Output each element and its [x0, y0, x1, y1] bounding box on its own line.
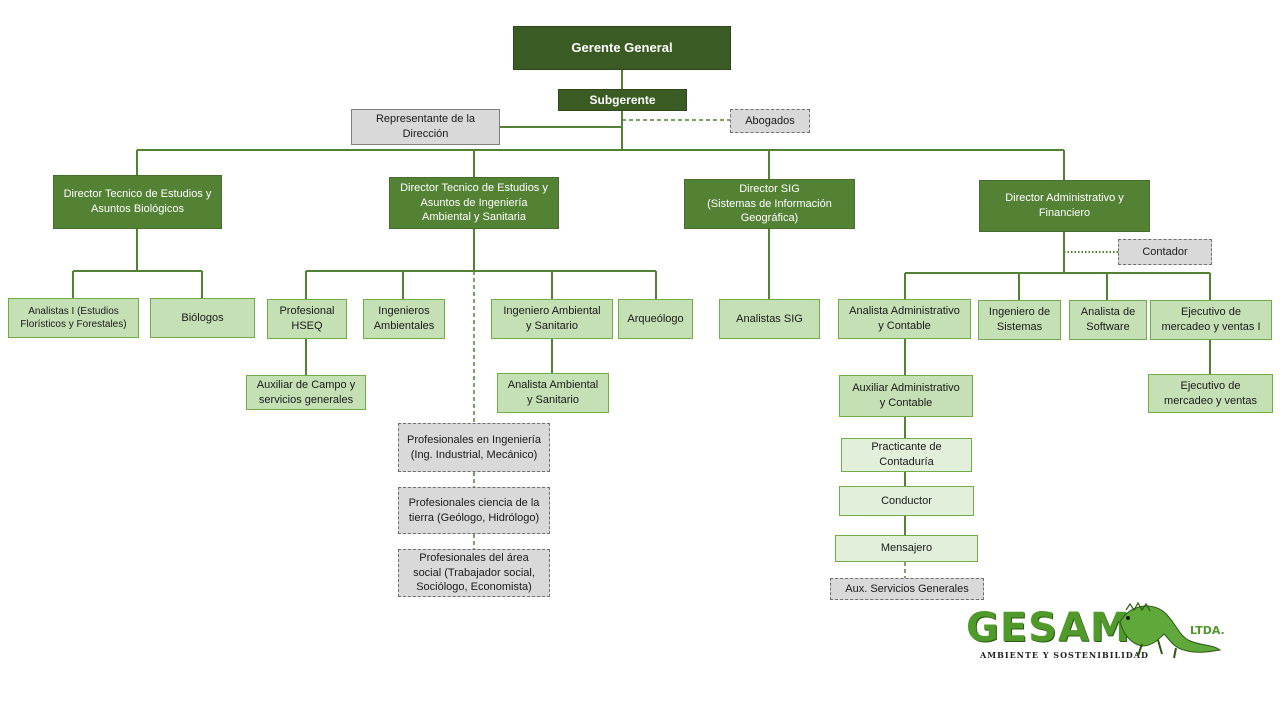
arqueologo-box: Arqueólogo: [618, 299, 693, 339]
abogados-box: Abogados: [730, 109, 810, 133]
profesionales-ingenieria-box: Profesionales en Ingeniería (Ing. Indust…: [398, 423, 550, 472]
analista-software-box: Analista de Software: [1069, 300, 1147, 340]
director-administrativo-box: Director Administrativo y Financiero: [979, 180, 1150, 232]
profesionales-area-social-box: Profesionales del área social (Trabajado…: [398, 549, 550, 597]
conductor-box: Conductor: [839, 486, 974, 516]
analistas-estudios-box: Analistas I (Estudios Florísticos y Fore…: [8, 298, 139, 338]
director-biologicos-box: Director Tecnico de Estudios y Asuntos B…: [53, 175, 222, 229]
mensajero-box: Mensajero: [835, 535, 978, 562]
representante-direccion-box: Representante de la Dirección: [351, 109, 500, 145]
practicante-contaduria-box: Practicante de Contaduría: [841, 438, 972, 472]
aux-servicios-generales-box: Aux. Servicios Generales: [830, 578, 984, 600]
logo-suffix: LTDA.: [1190, 624, 1225, 637]
director-sig-box: Director SIG (Sistemas de Información Ge…: [684, 179, 855, 229]
ejecutivo-mercadeo-1-box: Ejecutivo de mercadeo y ventas I: [1150, 300, 1272, 340]
ingenieros-ambientales-box: Ingenieros Ambientales: [363, 299, 445, 339]
analista-ambiental-sanitario-box: Analista Ambiental y Sanitario: [497, 373, 609, 413]
contador-box: Contador: [1118, 239, 1212, 265]
ingeniero-ambiental-sanitario-box: Ingeniero Ambiental y Sanitario: [491, 299, 613, 339]
iguana-icon: [1119, 601, 1222, 659]
analistas-sig-box: Analistas SIG: [719, 299, 820, 339]
auxiliar-administrativo-contable-box: Auxiliar Administrativo y Contable: [839, 375, 973, 417]
profesional-hseq-box: Profesional HSEQ: [267, 299, 347, 339]
analista-administrativo-contable-box: Analista Administrativo y Contable: [838, 299, 971, 339]
director-ingenieria-box: Director Tecnico de Estudios y Asuntos d…: [389, 177, 559, 229]
gerente-general-box: Gerente General: [513, 26, 731, 70]
ingeniero-sistemas-box: Ingeniero de Sistemas: [978, 300, 1061, 340]
company-logo: GESAMB LTDA. AMBIENTE Y SOSTENIBILIDAD: [962, 600, 1225, 664]
auxiliar-campo-box: Auxiliar de Campo y servicios generales: [246, 375, 366, 410]
ejecutivo-mercadeo-box: Ejecutivo de mercadeo y ventas: [1148, 374, 1273, 413]
logo-tagline: AMBIENTE Y SOSTENIBILIDAD: [980, 650, 1149, 660]
profesionales-ciencia-tierra-box: Profesionales ciencia de la tierra (Geól…: [398, 487, 550, 534]
biologos-box: Biólogos: [150, 298, 255, 338]
subgerente-box: Subgerente: [558, 89, 687, 111]
